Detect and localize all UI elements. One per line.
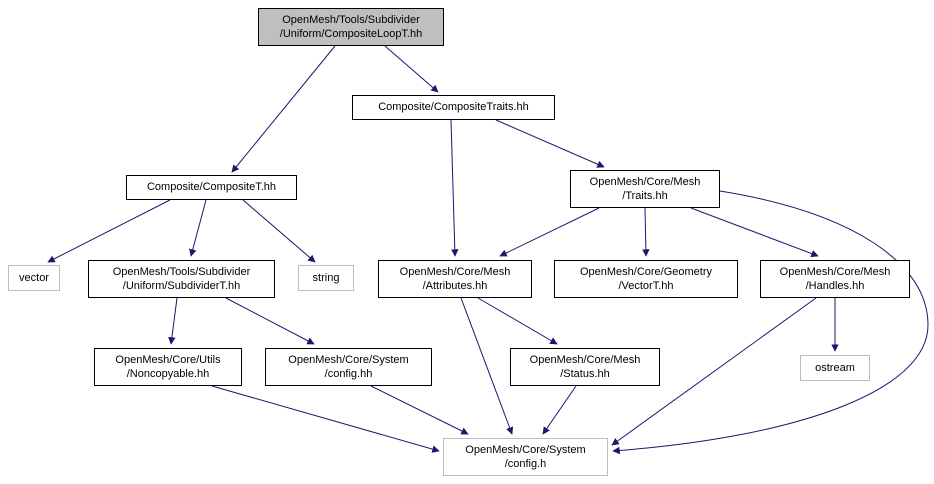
node-mesh-traits[interactable]: OpenMesh/Core/Mesh /Traits.hh xyxy=(570,170,720,208)
node-ostream: ostream xyxy=(800,355,870,381)
node-handles[interactable]: OpenMesh/Core/Mesh /Handles.hh xyxy=(760,260,910,298)
node-config-hh[interactable]: OpenMesh/Core/System /config.hh xyxy=(265,348,432,386)
edge-attributes-to-configh xyxy=(460,297,514,435)
edge-compositeloopt-to-compositet xyxy=(231,45,336,173)
node-attributes[interactable]: OpenMesh/Core/Mesh /Attributes.hh xyxy=(378,260,532,298)
edge-compositeloopt-to-compositetraits xyxy=(384,45,439,93)
edge-attributes-to-status xyxy=(477,297,558,345)
node-noncopyable[interactable]: OpenMesh/Core/Utils /Noncopyable.hh xyxy=(94,348,242,386)
node-status[interactable]: OpenMesh/Core/Mesh /Status.hh xyxy=(510,348,660,386)
node-config-h: OpenMesh/Core/System /config.h xyxy=(443,438,608,476)
edge-subdividert-to-noncopyable xyxy=(168,297,178,345)
node-composite-traits[interactable]: Composite/CompositeTraits.hh xyxy=(352,95,555,120)
node-vectort[interactable]: OpenMesh/Core/Geometry /VectorT.hh xyxy=(554,260,738,298)
node-string: string xyxy=(298,265,354,291)
edge-meshtraits-to-vectort xyxy=(642,207,650,257)
edge-subdividert-to-confighh xyxy=(225,297,315,345)
edge-meshtraits-to-configh-curve xyxy=(612,190,929,455)
edge-status-to-configh xyxy=(542,385,577,435)
edge-noncopyable-to-configh xyxy=(211,385,440,453)
edge-confighh-to-configh xyxy=(370,385,469,435)
node-subdivider-t[interactable]: OpenMesh/Tools/Subdivider /Uniform/Subdi… xyxy=(88,260,275,298)
edge-compositet-to-string xyxy=(242,199,316,263)
node-composite-t[interactable]: Composite/CompositeT.hh xyxy=(126,175,297,200)
edge-meshtraits-to-handles xyxy=(690,207,819,258)
edge-compositetraits-to-meshtraits xyxy=(495,119,605,168)
edge-compositetraits-to-attributes xyxy=(450,119,459,257)
edge-compositet-to-vector xyxy=(47,199,171,263)
edge-meshtraits-to-attributes xyxy=(499,207,600,257)
node-vector: vector xyxy=(8,265,60,291)
edge-handles-to-configh xyxy=(611,297,817,446)
edge-compositet-to-subdividert xyxy=(189,199,207,257)
node-composite-loop-t: OpenMesh/Tools/Subdivider /Uniform/Compo… xyxy=(258,8,444,46)
